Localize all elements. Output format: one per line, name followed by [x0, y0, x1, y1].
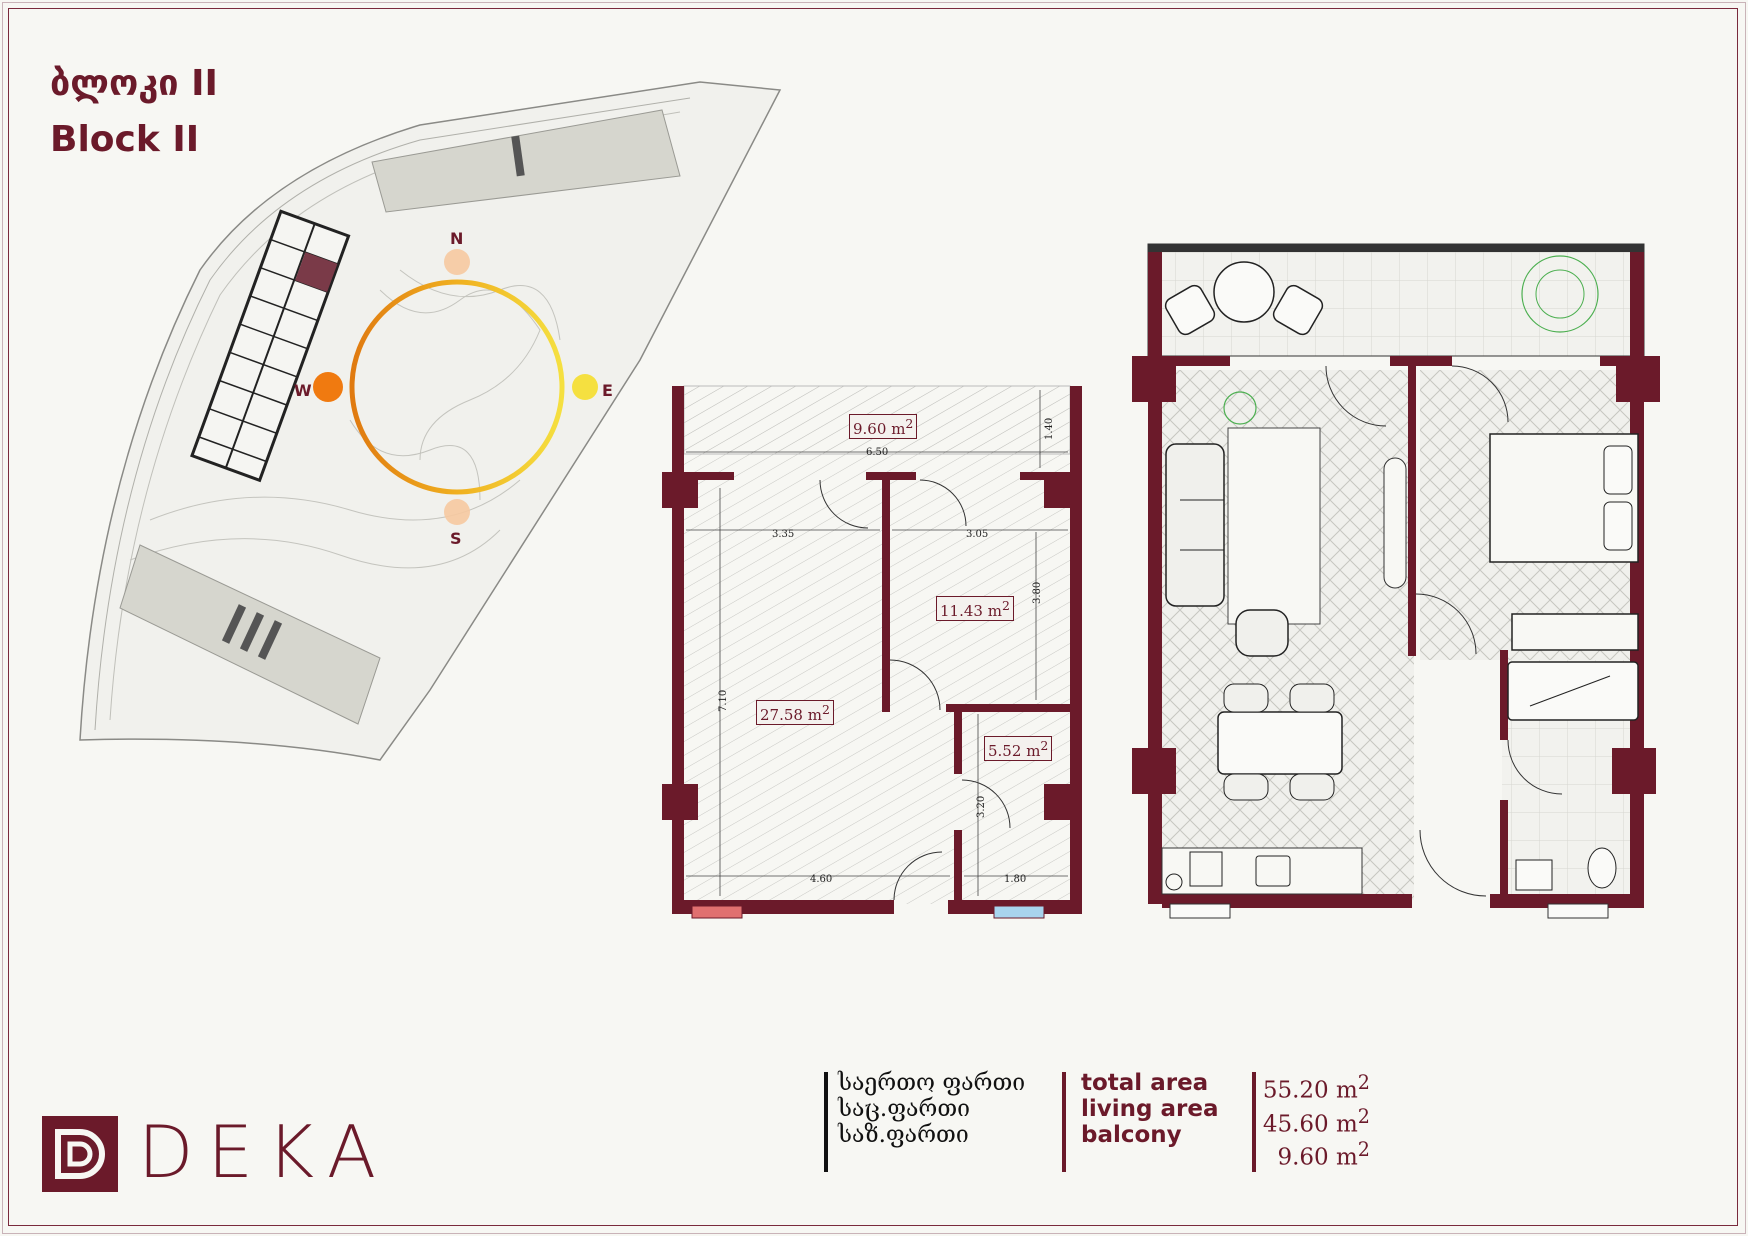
- compass-west: W: [294, 381, 312, 400]
- toilet: [1587, 847, 1617, 889]
- deka-logo-icon: [42, 1116, 118, 1192]
- room-area-living: 27.58 m2: [756, 700, 834, 725]
- block-title-georgian: ბლოკი II: [50, 63, 218, 104]
- kitchen-counter: [1161, 847, 1363, 895]
- summary-label-ka-balcony: საზ.ფართი: [838, 1122, 969, 1148]
- dim-305: 3.05: [966, 529, 988, 540]
- building-ii-plan: [190, 209, 351, 483]
- summary-label-ka-living: საც.ფართი: [838, 1096, 971, 1122]
- summary-value-living: 45.60 m2: [1262, 1104, 1370, 1138]
- dim-460: 4.60: [810, 874, 832, 885]
- wardrobe: [1511, 613, 1639, 651]
- sofa: [1165, 443, 1225, 607]
- brand-name: DEKA: [138, 1110, 391, 1194]
- summary-divider-1: [824, 1072, 828, 1172]
- bathroom-sink: [1515, 859, 1553, 891]
- dining-table: [1217, 711, 1343, 775]
- dim-180: 1.80: [1004, 874, 1026, 885]
- dim-320: 3.20: [976, 796, 987, 818]
- summary-label-en-total: total area: [1081, 1070, 1209, 1096]
- compass-south: S: [450, 529, 462, 548]
- summary-labels-english: total area living area balcony: [1081, 1070, 1218, 1148]
- summary-values: 55.20 m2 45.60 m2 9.60 m2: [1262, 1070, 1370, 1171]
- dim-140: 1.40: [1044, 418, 1055, 440]
- indoor-plant-icon: [1223, 391, 1257, 425]
- room-area-bathroom: 5.52 m2: [984, 736, 1053, 761]
- floor-plan-2d: 6.50 1.40 3.35 3.05 3.80 7.10 3.20 4.60 …: [662, 385, 1082, 919]
- page-border: [8, 8, 1738, 1226]
- block-title: ბლოკი II Block II: [50, 56, 218, 168]
- selected-apartment: [295, 252, 338, 293]
- site-boundary: [79, 81, 782, 761]
- balcony-plant-icon: [1521, 255, 1599, 333]
- armchair: [1235, 609, 1289, 657]
- dim-380: 3.80: [1032, 582, 1043, 604]
- summary-value-total: 55.20 m2: [1262, 1071, 1370, 1104]
- summary-value-balcony: 9.60 m2: [1277, 1138, 1370, 1171]
- room-area-bedroom: 11.43 m2: [936, 596, 1014, 621]
- bathtub: [1507, 661, 1639, 721]
- dim-335: 3.35: [772, 529, 794, 540]
- building-i: [371, 109, 681, 213]
- summary-labels-georgian: საერთო ფართი საც.ფართი საზ.ფართი: [838, 1070, 1025, 1148]
- dim-650: 6.50: [866, 447, 888, 458]
- building-iii-label: [221, 604, 283, 660]
- summary-label-en-balcony: balcony: [1081, 1122, 1182, 1148]
- living-rug: [1227, 427, 1321, 625]
- building-i-label: [511, 135, 525, 177]
- tv-stand: [1383, 457, 1407, 589]
- dim-710: 7.10: [718, 690, 729, 712]
- balcony-table: [1213, 261, 1275, 323]
- room-area-balcony: 9.60 m2: [849, 414, 918, 439]
- summary-label-en-living: living area: [1081, 1096, 1219, 1122]
- summary-divider-3: [1252, 1072, 1256, 1172]
- summary-divider-2: [1062, 1072, 1066, 1172]
- summary-label-ka-total: საერთო ფართი: [838, 1070, 1026, 1096]
- compass: N S W E: [294, 229, 613, 548]
- compass-east: E: [602, 381, 613, 400]
- floor-plan-furnished: [1132, 243, 1660, 919]
- block-title-english: Block II: [50, 119, 200, 160]
- compass-north: N: [450, 229, 463, 248]
